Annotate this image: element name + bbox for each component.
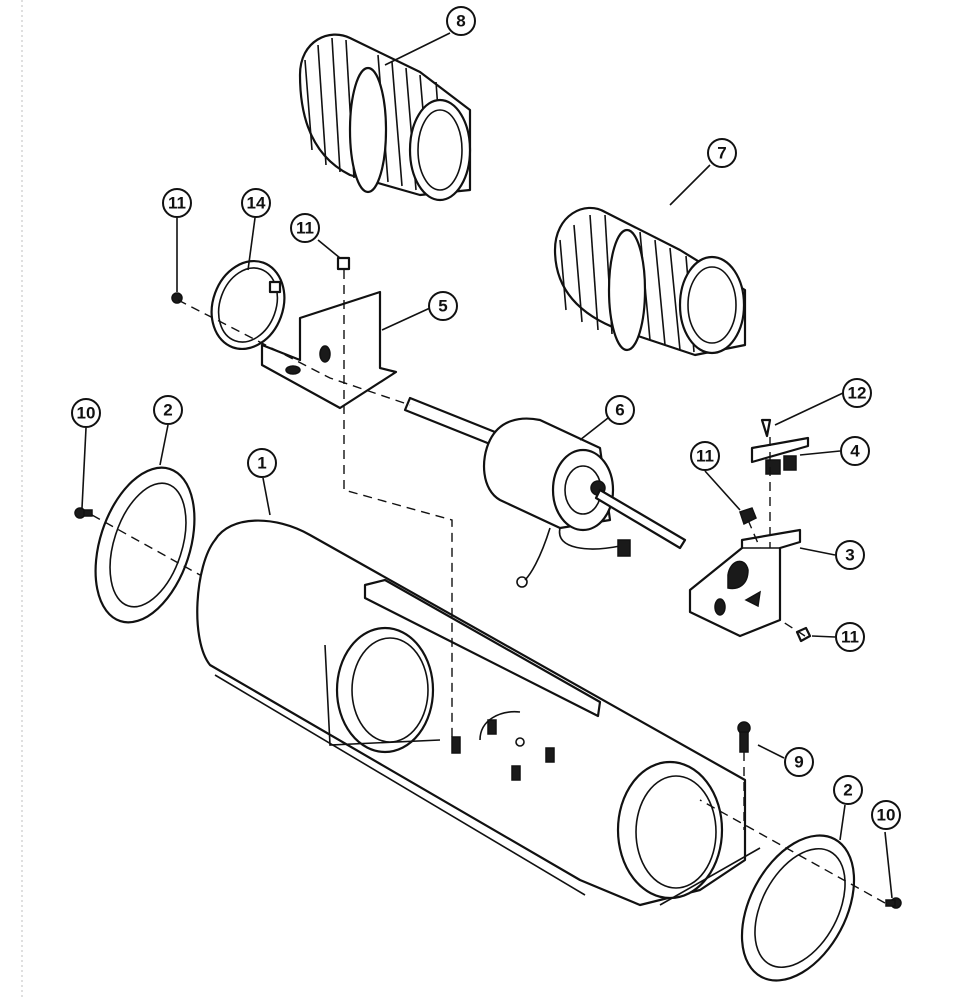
callout-5-label: 5 — [438, 297, 447, 316]
callout-12: 12 — [842, 378, 872, 408]
callout-2-left: 2 — [153, 395, 183, 425]
callout-11-c-label: 11 — [696, 447, 714, 466]
mounting-ring-2-right — [740, 834, 856, 982]
callout-1: 1 — [247, 448, 277, 478]
callout-4: 4 — [840, 436, 870, 466]
assembly-dashed-lines — [91, 270, 886, 904]
callout-8-label: 8 — [456, 12, 465, 31]
callout-9-label: 9 — [794, 753, 803, 772]
blower-wheel-7 — [553, 206, 747, 357]
callout-10-left-label: 10 — [77, 404, 96, 423]
screw-10-left — [74, 507, 93, 519]
callout-12-label: 12 — [848, 384, 867, 403]
callout-1-label: 1 — [257, 454, 266, 473]
callout-2-right: 2 — [833, 775, 863, 805]
switch-4 — [750, 436, 810, 475]
callout-11-c: 11 — [690, 441, 720, 471]
callout-11-b: 11 — [290, 213, 320, 243]
screw-9 — [737, 721, 751, 753]
callout-6-label: 6 — [615, 401, 624, 420]
nut-11-right — [739, 507, 757, 526]
callout-14-label: 14 — [247, 194, 266, 213]
screw-10-right — [885, 897, 902, 909]
blower-wheel-8 — [298, 33, 472, 202]
screw-12 — [760, 418, 772, 438]
blower-housing-1 — [196, 519, 761, 907]
callout-9: 9 — [784, 747, 814, 777]
callout-3: 3 — [835, 540, 865, 570]
nut-11-top — [336, 256, 351, 271]
callout-5: 5 — [428, 291, 458, 321]
callout-2-right-label: 2 — [843, 781, 852, 800]
callout-3-label: 3 — [845, 546, 854, 565]
callout-leaders — [81, 32, 893, 899]
callout-7: 7 — [707, 138, 737, 168]
motor-bracket-3 — [688, 528, 802, 638]
mounting-bracket-5 — [260, 290, 398, 410]
motor-clamp-ring-14 — [210, 259, 286, 351]
callout-10-right: 10 — [871, 800, 901, 830]
callout-11-a-label: 11 — [168, 194, 186, 213]
callout-4-label: 4 — [850, 442, 860, 461]
callout-8: 8 — [446, 6, 476, 36]
callout-11-a: 11 — [162, 188, 192, 218]
callout-2-left-label: 2 — [163, 401, 172, 420]
callout-11-d-label: 11 — [841, 628, 859, 647]
callout-6: 6 — [605, 395, 635, 425]
callout-14: 14 — [241, 188, 271, 218]
blower-motor-6 — [403, 396, 687, 588]
callout-11-d: 11 — [835, 622, 865, 652]
callout-10-right-label: 10 — [877, 806, 896, 825]
callout-10-left: 10 — [71, 398, 101, 428]
callout-11-b-label: 11 — [296, 219, 314, 238]
callout-7-label: 7 — [717, 144, 726, 163]
